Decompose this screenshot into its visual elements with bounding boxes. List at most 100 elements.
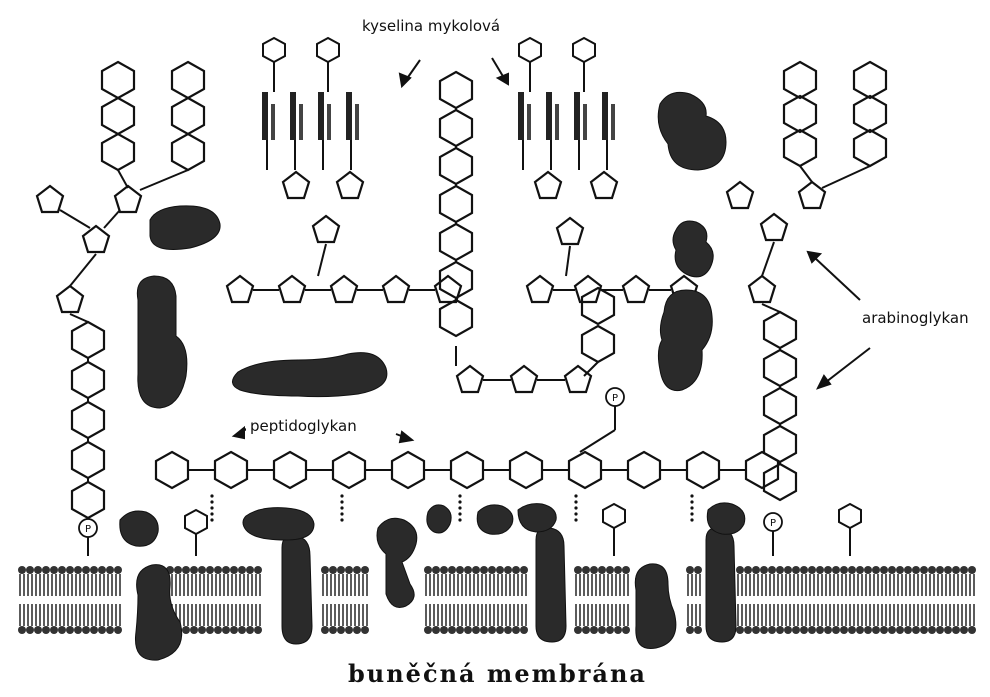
lipid-head-outer <box>760 566 768 596</box>
crosslink-dot <box>690 512 693 515</box>
lipid-head-outer <box>488 566 496 596</box>
lipid-head-inner <box>864 604 872 634</box>
arabinogalactan-label: arabinoglykan <box>858 308 973 328</box>
crosslink-dot <box>340 494 343 497</box>
protein-blob <box>377 518 417 607</box>
arabinose-pentagon <box>313 216 339 242</box>
lipid-head-outer <box>464 566 472 596</box>
lipid-head-inner <box>246 604 254 634</box>
lipid-head-outer <box>744 566 752 596</box>
lipid-head-outer <box>686 566 694 596</box>
crosslink-dot <box>690 494 693 497</box>
lipid-head-inner <box>50 604 58 634</box>
surface-hex <box>185 510 207 534</box>
crosslink-dot <box>574 494 577 497</box>
lipid-head-outer <box>246 566 254 596</box>
lipid-head-outer <box>694 566 702 596</box>
lipid-head-inner <box>574 604 582 634</box>
sugar-hex <box>440 262 472 298</box>
mycolic-bar <box>318 92 324 140</box>
lipid-head-outer <box>606 566 614 596</box>
sugar-hex <box>102 98 134 134</box>
lipid-head-inner <box>582 604 590 634</box>
lipid-head-outer <box>864 566 872 596</box>
sugar-hex <box>854 130 886 166</box>
mycolic-bar <box>271 104 275 140</box>
lipid-head-outer <box>214 566 222 596</box>
arabinose-pentagon <box>727 182 753 208</box>
lipid-head-inner <box>18 604 26 634</box>
mycolic-bar <box>555 104 559 140</box>
chain-link <box>70 254 96 286</box>
lipid-head-inner <box>520 604 528 634</box>
lipid-head-outer <box>582 566 590 596</box>
peptidoglycan-hex <box>510 452 542 488</box>
lipid-head-inner <box>840 604 848 634</box>
lipid-head-inner <box>82 604 90 634</box>
chain-link <box>584 362 598 376</box>
lipid-head-outer <box>337 566 345 596</box>
lipid-head-inner <box>456 604 464 634</box>
crosslink-dot <box>210 494 213 497</box>
lipid-head-outer <box>888 566 896 596</box>
lipid-head-inner <box>432 604 440 634</box>
chain-link <box>60 210 90 228</box>
lipid-head-inner <box>744 604 752 634</box>
lipid-head-inner <box>944 604 952 634</box>
lipid-head-inner <box>808 604 816 634</box>
sugar-hex <box>440 148 472 184</box>
arabinose-pentagon <box>565 366 591 392</box>
mycolic-bar <box>346 92 352 140</box>
crosslink-dot <box>210 512 213 515</box>
lipid-head-inner <box>238 604 246 634</box>
lipid-head-outer <box>18 566 26 596</box>
sugar-hex <box>172 134 204 170</box>
arabinose-pentagon <box>761 214 787 240</box>
lipid-head-inner <box>182 604 190 634</box>
crosslink-dot <box>690 500 693 503</box>
arabinose-pentagon <box>511 366 537 392</box>
lipid-head-inner <box>424 604 432 634</box>
peptidoglycan-hex <box>156 452 188 488</box>
lipid-head-outer <box>928 566 936 596</box>
lipid-head-inner <box>512 604 520 634</box>
arabinose-pentagon <box>383 276 409 302</box>
lipid-head-inner <box>206 604 214 634</box>
lipid-head-outer <box>936 566 944 596</box>
lipid-head-outer <box>920 566 928 596</box>
lipid-head-inner <box>90 604 98 634</box>
lipid-head-outer <box>254 566 262 596</box>
lipid-head-inner <box>34 604 42 634</box>
lipid-head-inner <box>752 604 760 634</box>
chain-link <box>762 242 774 276</box>
arabinose-pentagon <box>749 276 775 302</box>
arabinose-pentagon <box>83 226 109 252</box>
crosslink-dot <box>340 500 343 503</box>
lipid-head-inner <box>872 604 880 634</box>
lipid-head-outer <box>792 566 800 596</box>
lipid-head-outer <box>896 566 904 596</box>
mycolic-acid-label: kyselina mykolová <box>358 16 504 36</box>
lipid-head-outer <box>472 566 480 596</box>
arrow-arabino-upper <box>815 258 860 300</box>
lipid-head-inner <box>440 604 448 634</box>
mycolic-bar <box>518 92 524 140</box>
lipid-head-inner <box>896 604 904 634</box>
peptidoglycan-hex <box>333 452 365 488</box>
lipid-head-inner <box>784 604 792 634</box>
lipid-head-outer <box>353 566 361 596</box>
lipid-head-inner <box>190 604 198 634</box>
lipid-head-inner <box>614 604 622 634</box>
lipid-head-inner <box>26 604 34 634</box>
lipid-head-inner <box>622 604 630 634</box>
lipid-head-outer <box>622 566 630 596</box>
lipid-head-outer <box>504 566 512 596</box>
lipid-head-outer <box>824 566 832 596</box>
peptidoglycan-hex <box>687 452 719 488</box>
galactan-hex <box>72 402 104 438</box>
galactan-hex <box>764 464 796 500</box>
lipid-head-inner <box>448 604 456 634</box>
arabinose-pentagon <box>527 276 553 302</box>
lipid-head-inner <box>800 604 808 634</box>
